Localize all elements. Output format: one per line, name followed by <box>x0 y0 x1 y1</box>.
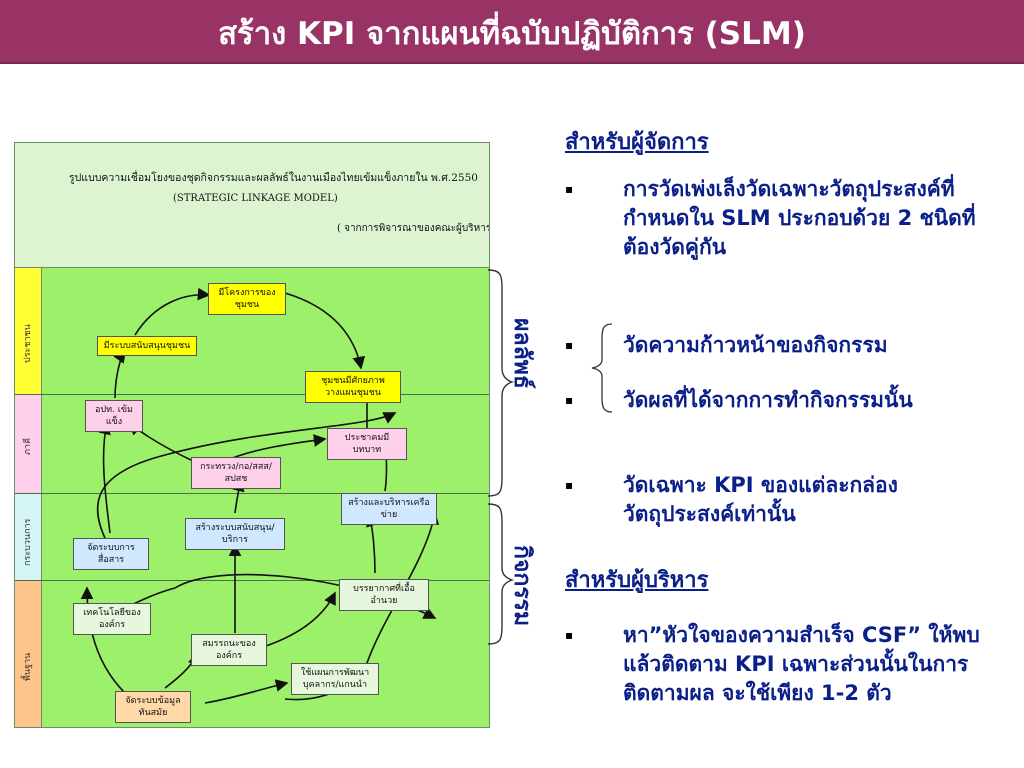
arrow <box>284 511 440 701</box>
manager-item-1: การวัดเพ่งเล็งวัดเฉพาะวัตถุประสงค์ที่กำห… <box>623 177 976 259</box>
arrow <box>96 412 397 549</box>
strategic-linkage-diagram: รูปแบบความเชื่อมโยงของชุดกิจกรรมและผลลัพ… <box>14 142 490 728</box>
diagram-header-line-3: ( จากการพิจารณาของคณะผู้บริหาร) <box>337 223 490 234</box>
box-local-admin: อปท. เข้มแข็ง <box>85 400 143 432</box>
arrow <box>262 591 336 648</box>
manager-item-4: วัดเฉพาะ KPI ของแต่ละกล่องวัตถุประสงค์เท… <box>623 473 898 526</box>
box-support-system: มีระบบสนับสนุนชุมชน <box>97 336 197 356</box>
box-org-competency: สมรรถนะขององค์กร <box>191 634 267 666</box>
lane-tab-process: กระบวนการ <box>15 494 42 580</box>
grouping-braces <box>487 269 515 645</box>
activities-label: กิจกรรม <box>509 545 535 627</box>
box-ministries: กระทรวง/กอ/สสส/สปสช <box>191 457 281 489</box>
manager-item-2: วัดความก้าวหน้าของกิจกรรม <box>623 333 888 357</box>
arrow <box>284 292 366 370</box>
title-bar: สร้าง KPI จากแผนที่ฉบับปฏิบัติการ (SLM) <box>0 0 1024 64</box>
lane-divider <box>15 394 489 395</box>
lane-tab-foundation: พื้นฐาน <box>15 581 42 727</box>
results-brace <box>487 269 515 497</box>
diagram-header-line-2: (STRATEGIC LINKAGE MODEL) <box>173 193 338 204</box>
arrow <box>80 586 126 694</box>
diagram-header: รูปแบบความเชื่อมโยงของชุดกิจกรรมและผลลัพ… <box>15 143 489 268</box>
arrow <box>204 679 289 704</box>
arrow <box>98 421 111 534</box>
box-service-support: สร้างระบบสนับสนุน/บริการ <box>185 518 285 550</box>
box-network: สร้างและบริหารเครือข่าย <box>341 493 437 525</box>
box-community-planning: ชุมชนมีศักยภาพวางแผนชุมชน <box>305 371 401 403</box>
bullet-icon: ▪ <box>565 628 574 642</box>
results-label: ผลลัพธ์ <box>509 318 535 389</box>
measure-pair-brace <box>591 323 613 413</box>
executive-item-1: หา”หัวใจของความสำเร็จ CSF” ให้พบ แล้วติด… <box>623 623 980 705</box>
box-communication: จัดระบบการสื่อสาร <box>73 538 149 570</box>
bullet-icon: ▪ <box>565 338 574 352</box>
box-org-technology: เทคโนโลยีขององค์กร <box>73 603 151 635</box>
box-hr-development: ใช้แผนการพัฒนาบุคลากร/แกนนำ <box>291 663 379 695</box>
box-enabling-env: บรรยากาศที่เอื้ออำนวย <box>339 579 429 611</box>
bullet-icon: ▪ <box>565 182 574 196</box>
arrow <box>134 287 211 336</box>
executive-heading: สำหรับผู้บริหาร <box>565 568 709 593</box>
lane-tab-people: ประชาชน <box>15 268 42 394</box>
lane-divider <box>15 580 489 581</box>
arrow <box>113 349 126 399</box>
box-citizen-role: ประชาคมมีบทบาท <box>327 428 407 460</box>
box-community-projects: มีโครงการของชุมชน <box>208 283 286 315</box>
box-data-system: จัดระบบข้อมูลทันสมัย <box>115 691 191 723</box>
bullet-icon: ▪ <box>565 478 574 492</box>
diagram-header-line-1: รูปแบบความเชื่อมโยงของชุดกิจกรรมและผลลัพ… <box>69 172 478 184</box>
slide-title: สร้าง KPI จากแผนที่ฉบับปฏิบัติการ (SLM) <box>218 16 806 52</box>
manager-item-3: วัดผลที่ได้จากการทำกิจกรรมนั้น <box>623 388 913 412</box>
lane-divider <box>15 493 489 494</box>
lane-tab-partners: ภาคี <box>15 395 42 493</box>
bullet-icon: ▪ <box>565 393 574 407</box>
activities-brace <box>487 503 515 645</box>
manager-heading: สำหรับผู้จัดการ <box>565 130 709 155</box>
